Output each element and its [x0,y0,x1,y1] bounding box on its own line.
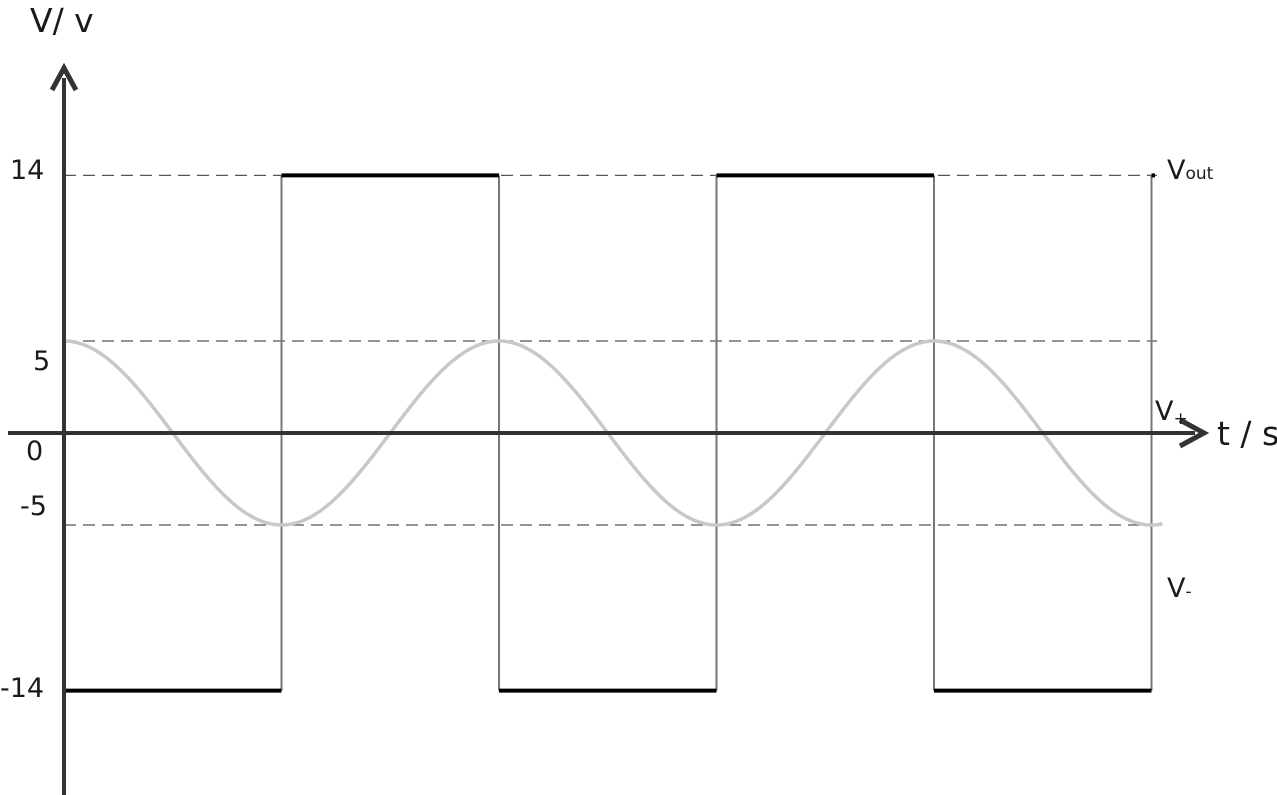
y-tick-label-5: 5 [33,346,50,377]
series-label-v-minus: V- [1167,573,1192,604]
y-axis-title: V/ v [30,1,94,40]
dashed-reference-lines [64,174,1157,526]
series-label-v-minus-main: V [1167,573,1186,604]
series-label-v-plus-sub: + [1173,409,1187,429]
y-tick-label-14: 14 [10,155,44,186]
y-tick-label-minus-14: -14 [0,673,44,704]
series-label-v-plus-main: V [1155,396,1174,427]
v-plus-sine-line [63,339,1163,527]
x-axis-title: t / s [1217,414,1277,453]
y-tick-label-0: 0 [26,436,43,467]
y-tick-label-minus-5: -5 [20,491,47,522]
series-label-v-out-sub: out [1185,164,1213,184]
x-axis-arrow-icon [1178,417,1210,449]
y-axis-arrow-icon [49,62,79,92]
v-out-square-wave [64,173,1155,693]
series-label-v-out-main: V [1167,155,1186,186]
series-label-v-minus-sub: - [1185,582,1191,602]
series-label-v-plus: V+ [1155,396,1188,429]
series-label-v-out: Vout [1167,155,1214,186]
